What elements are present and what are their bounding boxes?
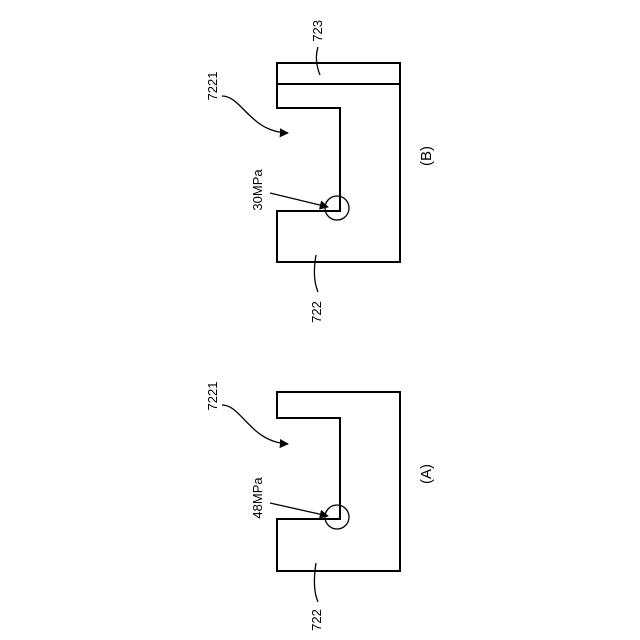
label-7221-b: 7221: [205, 72, 220, 101]
label-722-a: 722: [309, 609, 324, 631]
part-722-outline-a: [277, 392, 400, 571]
leader-7221-b: [222, 96, 288, 133]
leader-7221-a: [222, 405, 288, 444]
figure-b: 723 7221 30MPa 722 (B): [205, 20, 435, 323]
label-30mpa: 30MPa: [250, 169, 265, 211]
part-722-outline-b: [277, 63, 400, 262]
label-723: 723: [310, 20, 325, 42]
label-722-b: 722: [309, 301, 324, 323]
leader-30mpa: [270, 193, 328, 207]
stress-circle-a: [325, 505, 349, 529]
leader-722-b: [314, 255, 318, 292]
caption-a: (A): [418, 464, 435, 484]
caption-b: (B): [418, 146, 435, 166]
label-7221-a: 7221: [205, 382, 220, 411]
leader-722-a: [314, 563, 318, 602]
stress-circle-b: [325, 196, 349, 220]
figure-a: 7221 48MPa 722 (A): [205, 382, 435, 631]
leader-48mpa: [270, 503, 328, 516]
leader-723: [316, 47, 320, 75]
label-48mpa: 48MPa: [250, 477, 265, 519]
